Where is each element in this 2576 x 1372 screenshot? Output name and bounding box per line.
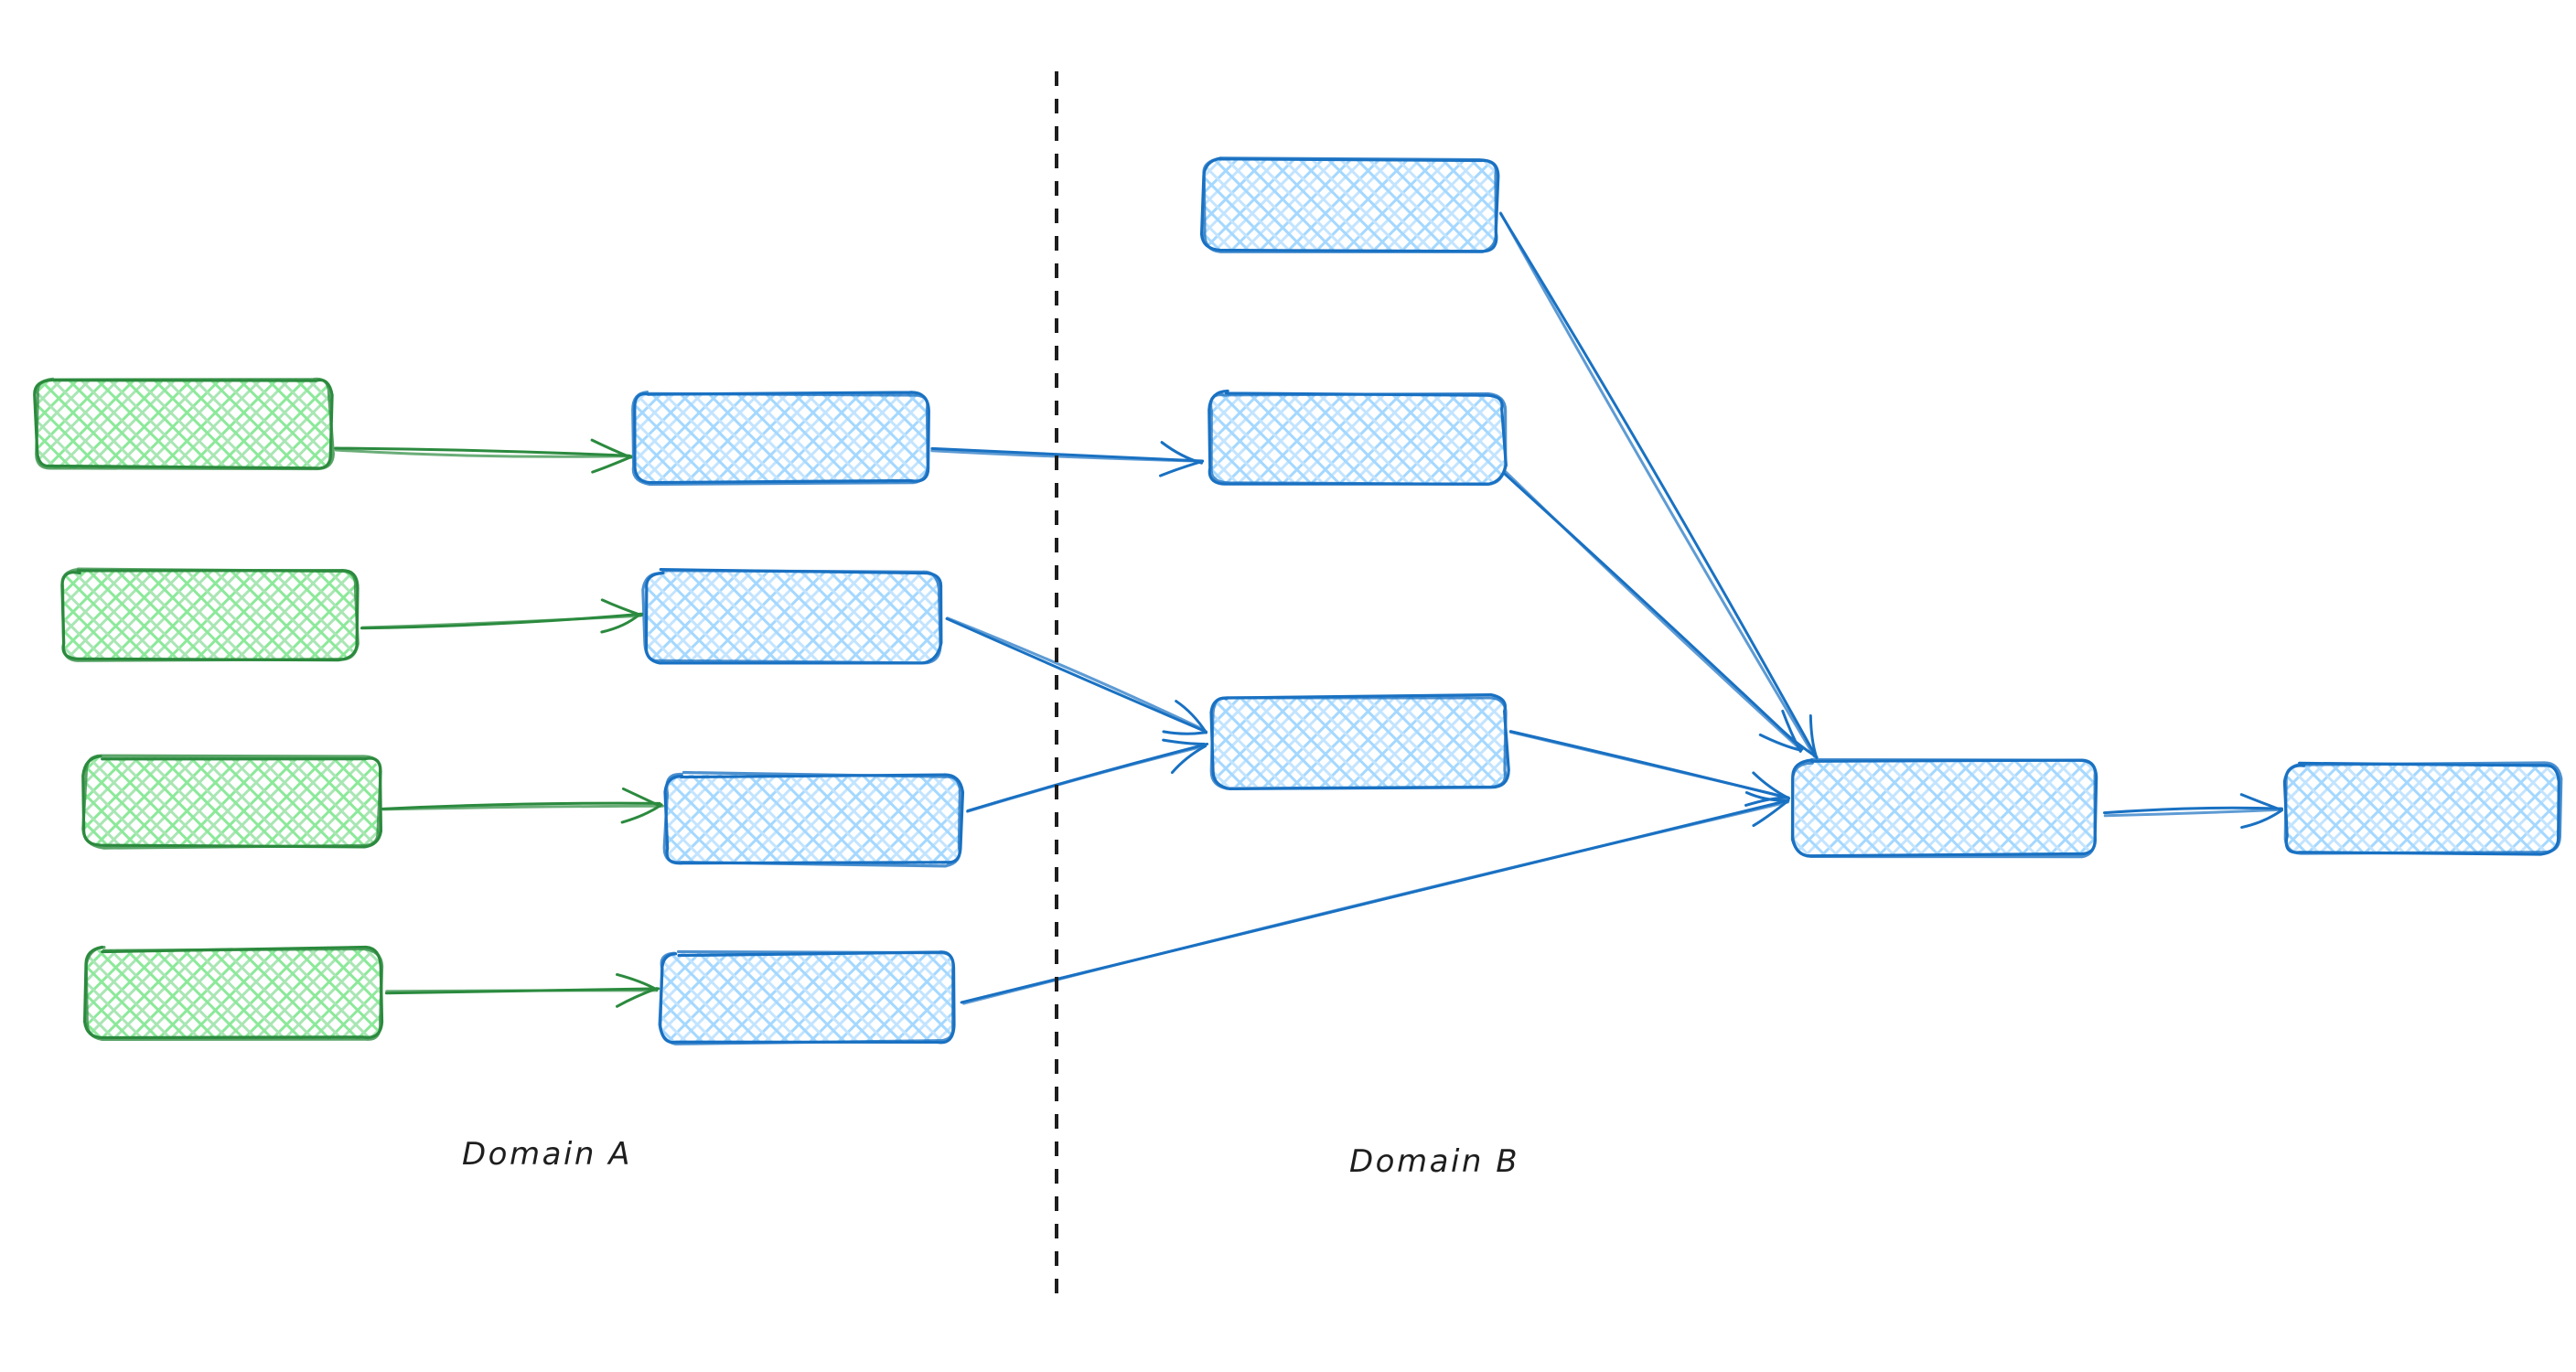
edge-e-a3 (381, 787, 665, 824)
node-b-node-2[interactable] (1208, 389, 1508, 487)
edge-e-m2 (945, 616, 1208, 735)
edge-line (930, 449, 1202, 463)
node-a-mid-1[interactable] (631, 391, 930, 487)
node-fill-hatch (1795, 761, 2097, 854)
node-fill-hatch (62, 571, 357, 660)
node-outline (1202, 156, 1497, 253)
node-outline (658, 949, 955, 1045)
edge-line (2103, 806, 2283, 815)
node-b-node-1[interactable] (1199, 156, 1500, 253)
arrowhead-stroke (1162, 730, 1208, 735)
node-fill-hatch (2285, 764, 2560, 853)
node-a-src-4[interactable] (82, 945, 384, 1042)
node-fill-hatch (666, 775, 961, 864)
edge-line (945, 616, 1208, 734)
node-a-src-2[interactable] (60, 567, 360, 662)
arrowhead-stroke (1162, 738, 1207, 745)
edge-e-m4 (960, 791, 1790, 1005)
edge-line (966, 744, 1208, 813)
node-b-output[interactable] (2282, 761, 2563, 856)
arrowhead-stroke (1160, 441, 1203, 465)
node-outline (641, 569, 942, 665)
nodes-layer (33, 156, 2563, 1045)
edge-line (334, 448, 633, 458)
edge-e-m3 (966, 738, 1209, 813)
node-fill-hatch (645, 572, 939, 661)
node-outline (1209, 391, 1508, 487)
edge-line (334, 446, 631, 457)
node-b-aggregate[interactable] (1790, 757, 2098, 859)
node-a-mid-3[interactable] (662, 770, 965, 868)
node-a-src-1[interactable] (33, 377, 335, 471)
node-outline (1209, 696, 1508, 790)
node-outline (84, 946, 384, 1042)
arrowhead-stroke (2240, 809, 2283, 830)
edge-e-m1 (930, 441, 1205, 477)
node-outline (35, 377, 335, 471)
edge-e-a2 (360, 598, 644, 634)
node-a-src-3[interactable] (81, 754, 383, 850)
edge-line (1503, 469, 1802, 751)
arrowhead-stroke (621, 787, 662, 808)
arrowhead-stroke (600, 612, 641, 634)
node-fill-hatch (1212, 697, 1507, 787)
edge-e-b1 (1498, 211, 1819, 760)
domain-a-label: Domain A (462, 1136, 632, 1173)
arrowhead-stroke (1158, 459, 1205, 477)
edge-line (1499, 212, 1819, 760)
edge-e-a1 (334, 438, 633, 474)
edge-line (962, 800, 1789, 1005)
arrowhead-stroke (1752, 799, 1789, 828)
node-b-node-3[interactable] (1209, 692, 1510, 790)
node-fill-hatch (633, 393, 928, 483)
edge-line (381, 801, 661, 810)
arrowhead-stroke (600, 598, 643, 617)
node-fill-hatch (85, 757, 380, 847)
edge-line (360, 614, 642, 629)
node-fill-hatch (660, 953, 955, 1043)
node-outline (1790, 757, 2097, 859)
node-fill-hatch (1203, 160, 1497, 250)
node-outline (2283, 761, 2563, 855)
edge-e-out (2103, 793, 2283, 830)
domain-b-label: Domain B (1349, 1143, 1520, 1180)
edge-line (946, 616, 1207, 732)
node-outline (60, 567, 360, 662)
arrowhead-stroke (1781, 709, 1802, 753)
arrowhead-stroke (616, 972, 659, 991)
edge-e-b3 (1508, 730, 1791, 807)
arrowhead-stroke (590, 438, 633, 459)
node-fill-hatch (1209, 393, 1504, 483)
arrowhead-stroke (1170, 745, 1208, 775)
edge-line (1498, 211, 1817, 758)
node-outline (631, 391, 929, 487)
node-fill-hatch (87, 949, 381, 1039)
node-outline (662, 770, 962, 868)
node-a-mid-4[interactable] (658, 949, 957, 1045)
node-outline (81, 754, 382, 850)
edges-layer (334, 211, 2283, 1008)
node-fill-hatch (37, 379, 331, 468)
edge-line (1508, 730, 1790, 799)
node-a-mid-2[interactable] (641, 568, 943, 665)
edge-line (2103, 808, 2283, 818)
arrowhead-stroke (591, 455, 633, 474)
edge-e-b2 (1502, 469, 1804, 753)
arrowhead-stroke (1175, 700, 1208, 734)
arrowhead-stroke (2239, 793, 2282, 811)
arrowhead-stroke (1752, 771, 1791, 800)
arrowhead-stroke (615, 987, 659, 1008)
edge-e-a4 (384, 972, 660, 1008)
arrowhead-stroke (1809, 713, 1818, 758)
edge-line (381, 804, 665, 811)
